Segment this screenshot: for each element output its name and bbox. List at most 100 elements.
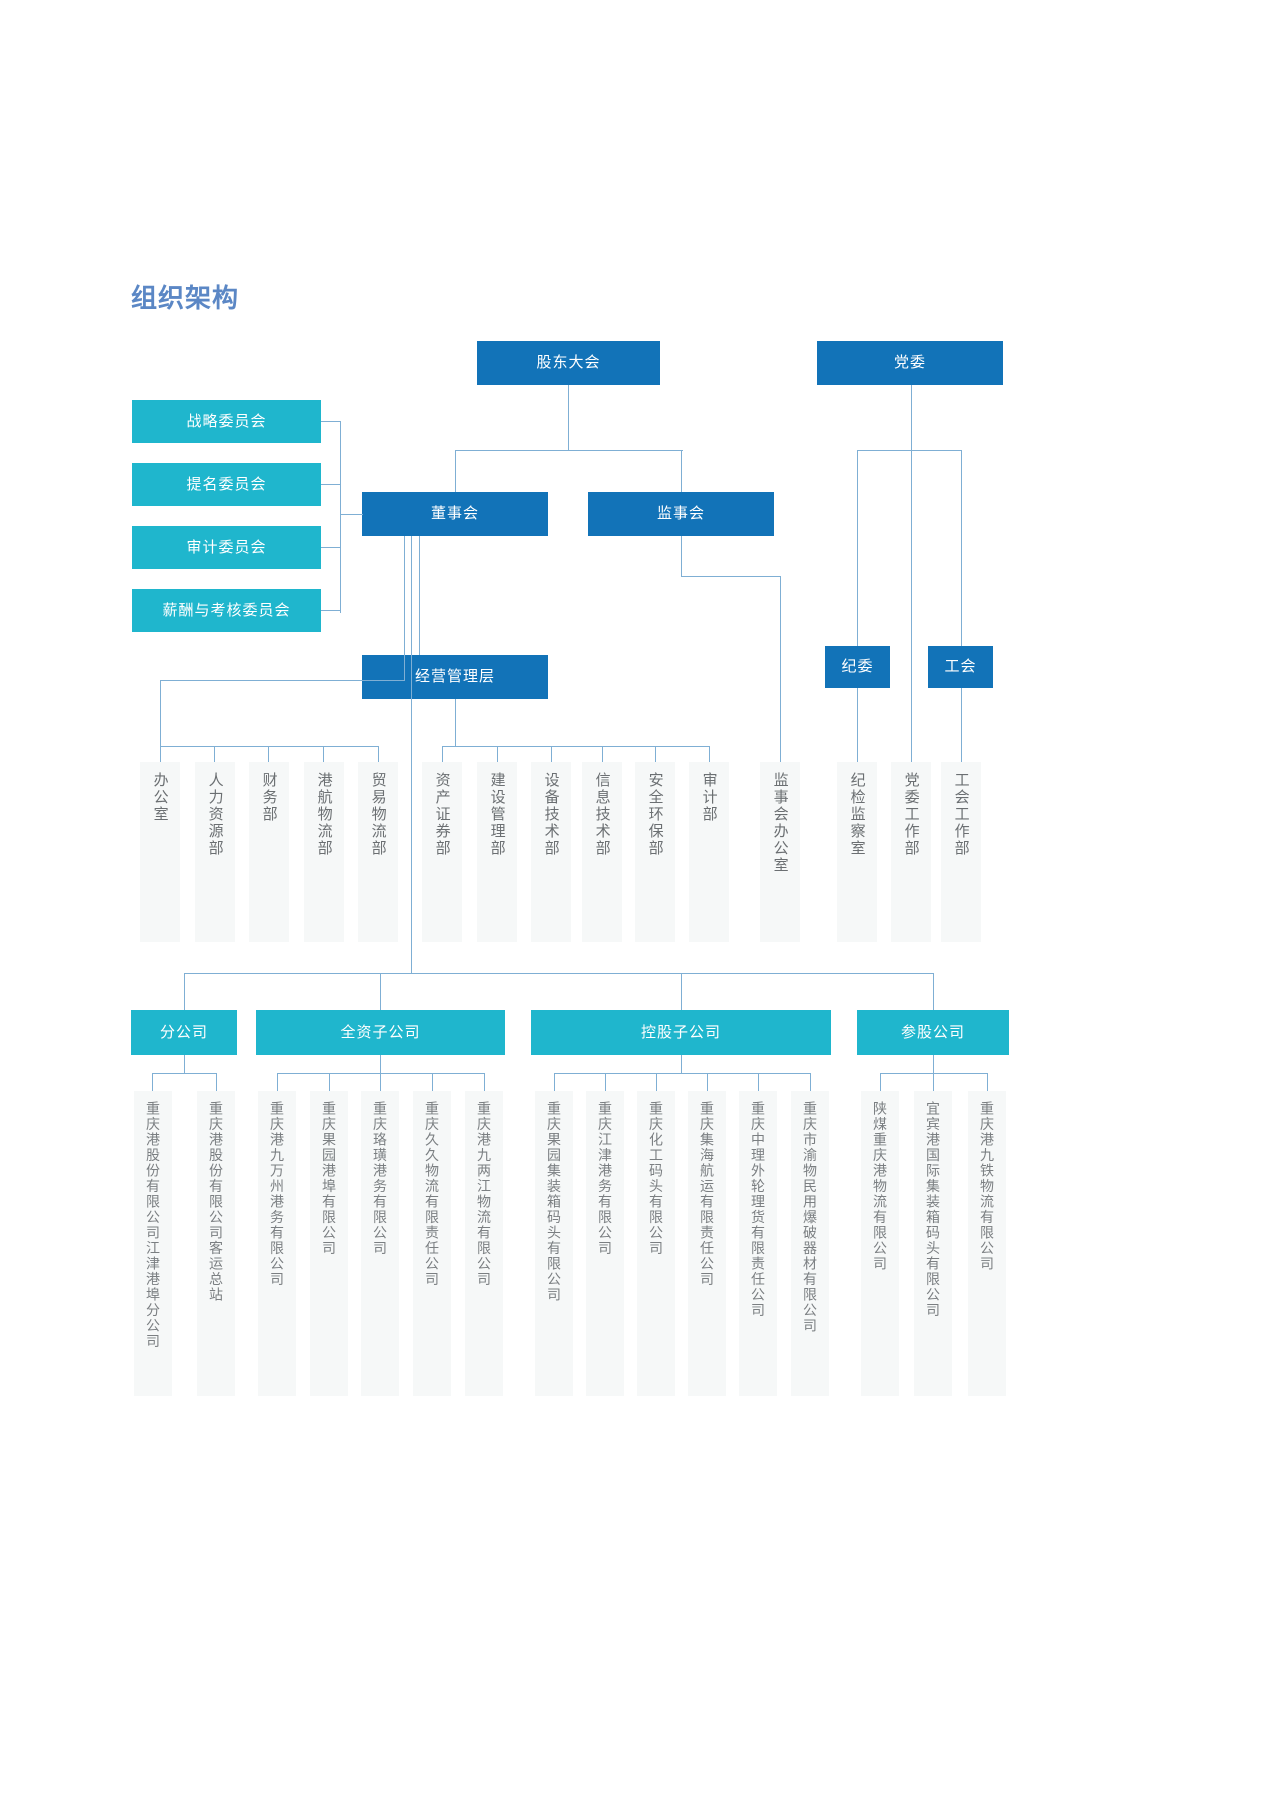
- dept-plate[interactable]: 资产证券部: [422, 762, 462, 942]
- connector: [184, 1055, 185, 1073]
- company-plate[interactable]: 宜宾港国际集装箱码头有限公司: [914, 1091, 952, 1396]
- company-plate[interactable]: 重庆港九铁物流有限公司: [968, 1091, 1006, 1396]
- connector: [605, 1073, 606, 1091]
- node-label: 提名委员会: [186, 475, 267, 493]
- node-shareholders-meeting[interactable]: 股东大会: [477, 341, 660, 385]
- connector: [497, 746, 498, 762]
- connector: [380, 1055, 381, 1073]
- connector: [160, 746, 161, 762]
- company-label: 重庆珞璜港务有限公司: [372, 1101, 389, 1256]
- company-label: 重庆果园集装箱码头有限公司: [546, 1101, 563, 1303]
- node-label: 董事会: [430, 505, 479, 522]
- connector: [442, 746, 443, 762]
- node-board-of-supervisors[interactable]: 监事会: [588, 492, 774, 536]
- connector: [681, 1055, 682, 1073]
- node-board-of-directors[interactable]: 董事会: [362, 492, 548, 536]
- dept-label: 港航物流部: [315, 772, 333, 857]
- node-strategy-committee[interactable]: 战略委员会: [132, 400, 321, 443]
- dept-plate[interactable]: 办公室: [140, 762, 180, 942]
- dept-plate[interactable]: 财务部: [249, 762, 289, 942]
- company-plate[interactable]: 重庆集海航运有限责任公司: [688, 1091, 726, 1396]
- category-holding-subsidiaries[interactable]: 控股子公司: [531, 1010, 831, 1055]
- dept-label: 纪检监察室: [848, 772, 866, 857]
- connector: [268, 746, 269, 762]
- company-plate[interactable]: 重庆江津港务有限公司: [586, 1091, 624, 1396]
- connector: [455, 450, 456, 492]
- connector: [681, 973, 682, 1010]
- category-label: 分公司: [159, 1023, 208, 1041]
- node-label: 战略委员会: [186, 412, 267, 430]
- dept-label: 党委工作部: [902, 772, 920, 857]
- company-plate[interactable]: 重庆久久物流有限责任公司: [413, 1091, 451, 1396]
- dept-plate[interactable]: 建设管理部: [477, 762, 517, 942]
- node-labor-union[interactable]: 工会: [928, 646, 993, 688]
- connector: [961, 450, 962, 646]
- company-label: 陕煤重庆港物流有限公司: [872, 1101, 889, 1272]
- company-plate[interactable]: 重庆港股份有限公司江津港埠分公司: [134, 1091, 172, 1396]
- dept-plate[interactable]: 工会工作部: [941, 762, 981, 942]
- company-plate[interactable]: 陕煤重庆港物流有限公司: [861, 1091, 899, 1396]
- connector: [933, 1055, 934, 1073]
- node-management-layer[interactable]: 经营管理层: [362, 655, 548, 699]
- node-label: 监事会: [656, 505, 705, 522]
- category-label: 参股公司: [900, 1023, 965, 1041]
- company-plate[interactable]: 重庆中理外轮理货有限责任公司: [739, 1091, 777, 1396]
- connector: [880, 1073, 881, 1091]
- company-plate[interactable]: 重庆港股份有限公司客运总站: [197, 1091, 235, 1396]
- company-label: 重庆港九万州港务有限公司: [269, 1101, 286, 1287]
- connector: [321, 547, 341, 548]
- company-plate[interactable]: 重庆果园集装箱码头有限公司: [535, 1091, 573, 1396]
- connector: [160, 680, 405, 681]
- category-minority-stake-companies[interactable]: 参股公司: [857, 1010, 1009, 1055]
- node-remuneration-committee[interactable]: 薪酬与考核委员会: [132, 589, 321, 632]
- dept-plate[interactable]: 纪检监察室: [837, 762, 877, 942]
- connector: [277, 1073, 278, 1091]
- dept-plate[interactable]: 党委工作部: [891, 762, 931, 942]
- node-label: 纪委: [841, 658, 874, 675]
- company-plate[interactable]: 重庆珞璜港务有限公司: [361, 1091, 399, 1396]
- category-branch-companies[interactable]: 分公司: [131, 1010, 237, 1055]
- page-title: 组织架构: [131, 283, 240, 313]
- dept-label: 贸易物流部: [369, 772, 387, 857]
- dept-label: 财务部: [260, 772, 278, 823]
- node-label: 审计委员会: [186, 538, 267, 556]
- company-plate[interactable]: 重庆果园港埠有限公司: [310, 1091, 348, 1396]
- dept-plate[interactable]: 设备技术部: [531, 762, 571, 942]
- dept-plate[interactable]: 贸易物流部: [358, 762, 398, 942]
- dept-plate[interactable]: 信息技术部: [582, 762, 622, 942]
- dept-plate[interactable]: 人力资源部: [195, 762, 235, 942]
- dept-label: 资产证券部: [433, 772, 451, 857]
- connector: [321, 421, 341, 422]
- connector: [857, 450, 858, 646]
- connector: [656, 1073, 657, 1091]
- node-audit-committee[interactable]: 审计委员会: [132, 526, 321, 569]
- node-nomination-committee[interactable]: 提名委员会: [132, 463, 321, 506]
- connector: [160, 680, 161, 746]
- dept-label: 审计部: [700, 772, 718, 823]
- connector: [380, 973, 381, 1010]
- company-plate[interactable]: 重庆市渝物民用爆破器材有限公司: [791, 1091, 829, 1396]
- connector: [933, 973, 934, 1010]
- category-wholly-owned-subsidiaries[interactable]: 全资子公司: [256, 1010, 505, 1055]
- connector: [780, 576, 781, 762]
- connector: [404, 536, 405, 680]
- dept-plate[interactable]: 审计部: [689, 762, 729, 942]
- company-plate[interactable]: 重庆港九万州港务有限公司: [258, 1091, 296, 1396]
- connector: [551, 746, 552, 762]
- connector: [681, 536, 682, 576]
- company-label: 宜宾港国际集装箱码头有限公司: [925, 1101, 942, 1318]
- node-party-committee[interactable]: 党委: [817, 341, 1003, 385]
- dept-plate[interactable]: 安全环保部: [635, 762, 675, 942]
- dept-plate[interactable]: 监事会办公室: [760, 762, 800, 942]
- connector: [987, 1073, 988, 1091]
- node-discipline-committee[interactable]: 纪委: [825, 646, 890, 688]
- company-plate[interactable]: 重庆港九两江物流有限公司: [465, 1091, 503, 1396]
- connector: [380, 1073, 381, 1091]
- connector: [602, 746, 603, 762]
- dept-label: 办公室: [151, 772, 169, 823]
- connector: [681, 450, 682, 492]
- connector: [340, 421, 341, 613]
- company-plate[interactable]: 重庆化工码头有限公司: [637, 1091, 675, 1396]
- dept-plate[interactable]: 港航物流部: [304, 762, 344, 942]
